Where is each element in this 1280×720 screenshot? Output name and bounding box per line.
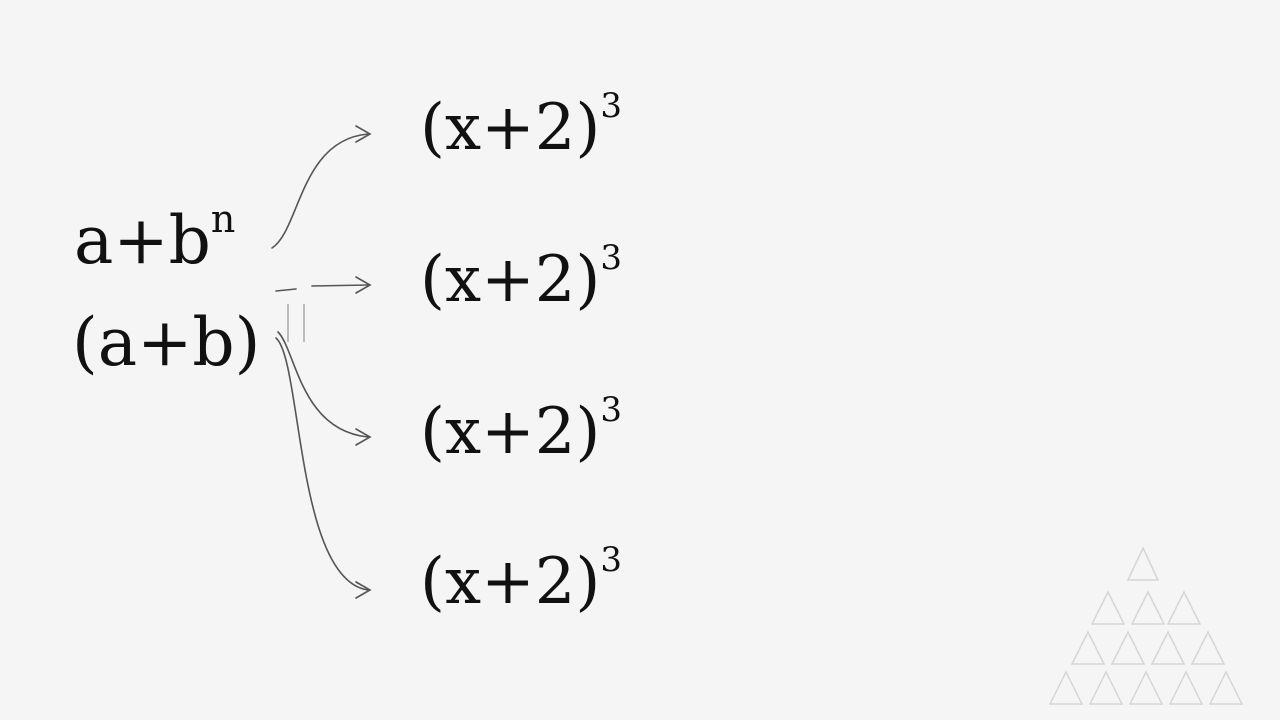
arrowhead-1 <box>355 125 372 143</box>
source-base-1: a+b <box>74 202 211 279</box>
target-exponent: 3 <box>600 389 623 430</box>
source-expression-power: a+bn <box>74 200 235 274</box>
target-expression-4: (x+2)3 <box>420 543 622 614</box>
target-expression-3: (x+2)3 <box>420 393 622 464</box>
target-base: (x+2) <box>420 545 601 619</box>
target-base: (x+2) <box>420 243 601 317</box>
target-exponent: 3 <box>600 85 623 126</box>
arrowhead-3 <box>355 428 372 446</box>
arrowhead-4 <box>355 581 372 599</box>
target-base: (x+2) <box>420 91 601 165</box>
target-expression-1: (x+2)3 <box>420 89 622 160</box>
arrow-to-target-3 <box>277 331 369 438</box>
arrow-to-target-1 <box>271 133 369 249</box>
source-base-2: (a+b) <box>72 304 261 381</box>
arrowhead-2 <box>355 276 372 294</box>
arrow-to-target-4 <box>275 337 369 591</box>
source-expression-paren: (a+b) <box>72 304 306 376</box>
target-expression-2: (x+2)3 <box>420 241 622 312</box>
arrow-to-target-2 <box>275 284 369 292</box>
text-cursor <box>287 304 306 342</box>
pascal-triangle-logo-icon <box>1048 546 1244 705</box>
target-base: (x+2) <box>420 395 601 469</box>
target-exponent: 3 <box>600 237 623 278</box>
target-exponent: 3 <box>600 539 623 580</box>
source-exponent-1: n <box>210 197 236 241</box>
